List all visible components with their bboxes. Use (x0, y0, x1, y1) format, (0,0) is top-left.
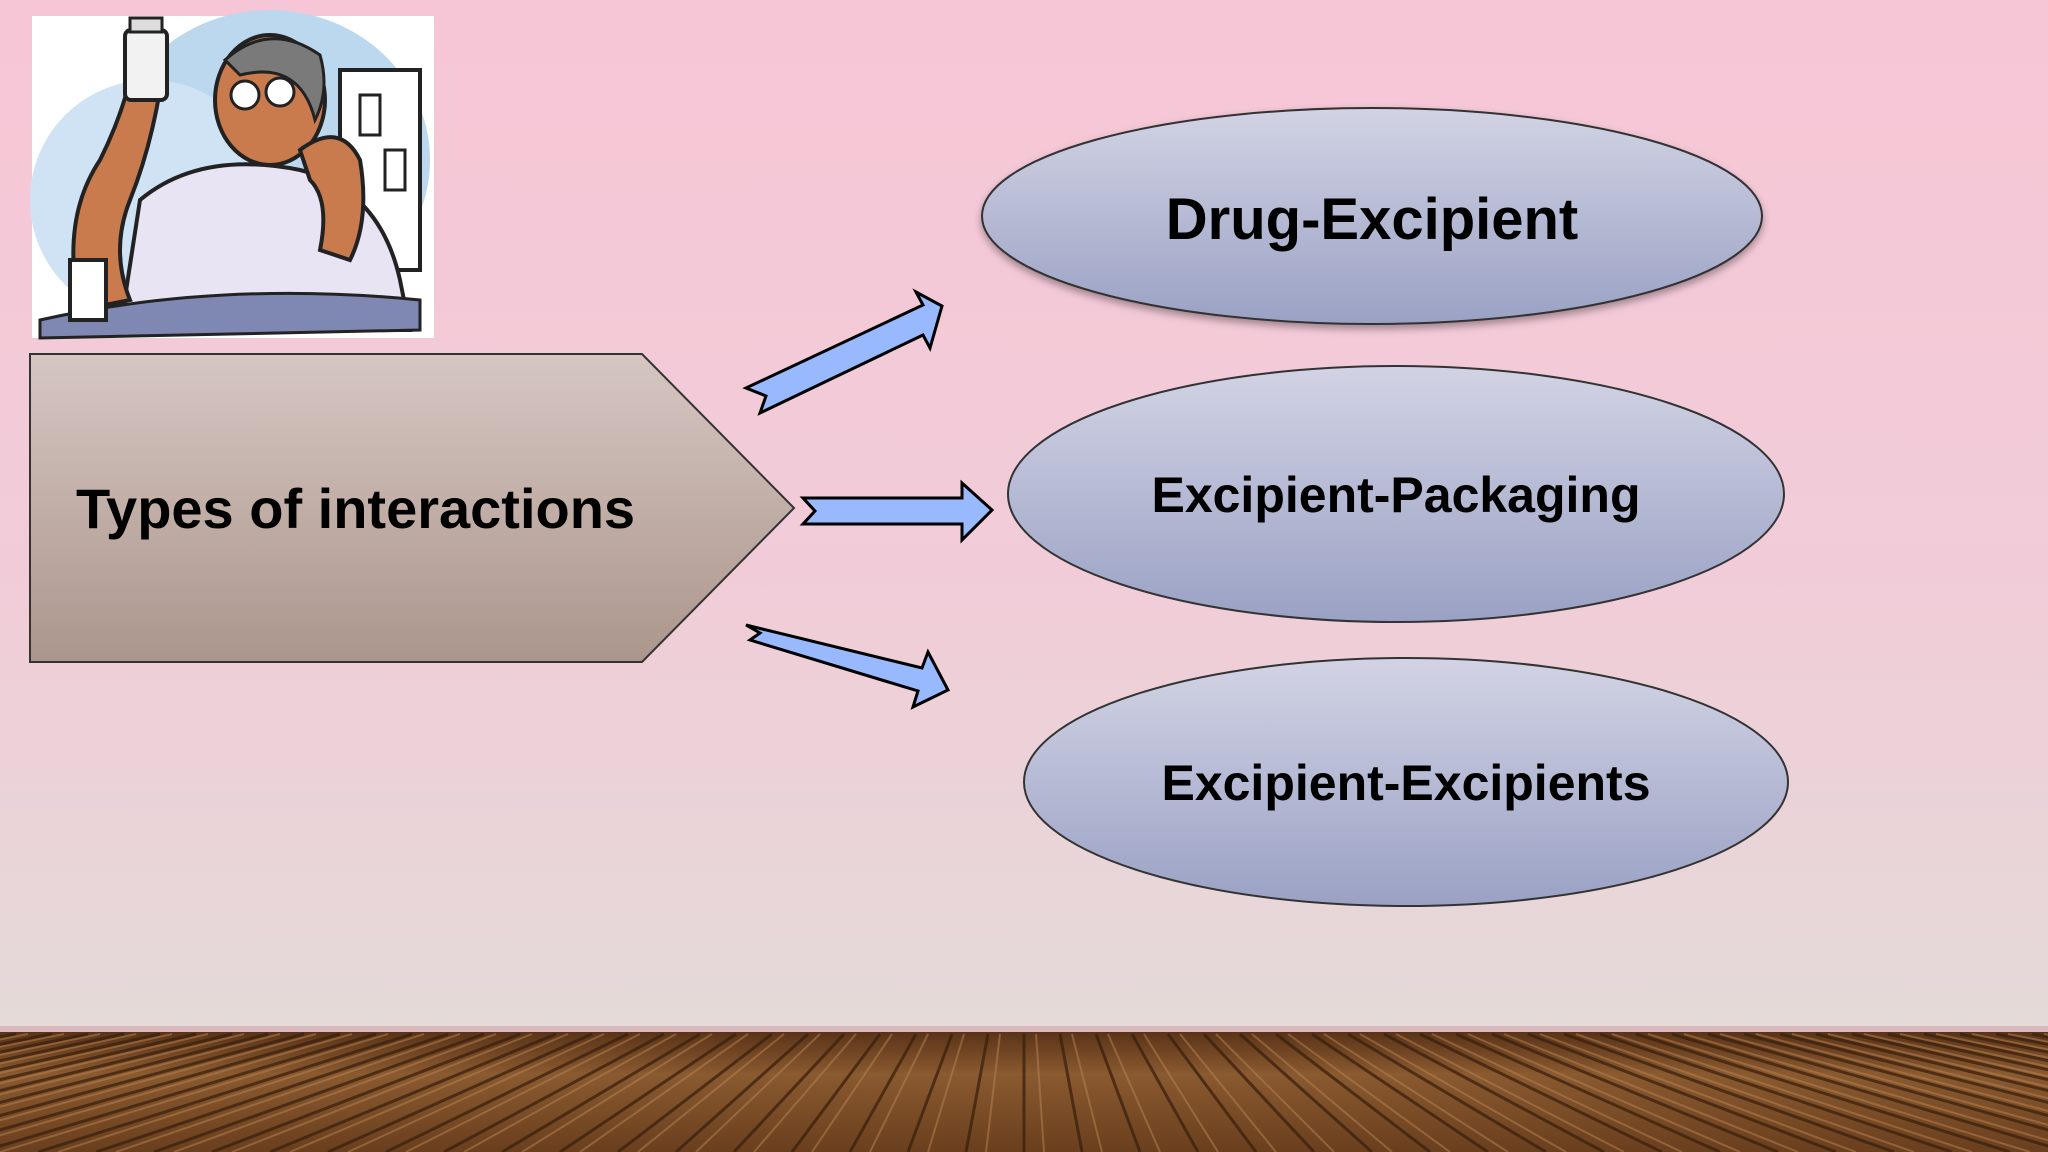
source-node-label: Types of interactions (76, 477, 635, 540)
target-label-excipient-packaging: Excipient-Packaging (1151, 467, 1640, 523)
target-node-drug-excipient (981, 107, 1763, 325)
arrow-to-excipient-excipients (745, 623, 951, 710)
target-node-excipient-excipients (1023, 657, 1789, 907)
target-node-excipient-packaging (1007, 365, 1785, 623)
source-node: Types of interactions (29, 353, 796, 663)
arrow-to-excipient-packaging (799, 479, 995, 544)
wall-baseboard (0, 1026, 2048, 1034)
wooden-floor (0, 1032, 2048, 1152)
target-label-excipient-excipients: Excipient-Excipients (1161, 755, 1650, 811)
pharmacist-clipart-icon (30, 10, 434, 340)
arrow-to-drug-excipient (742, 288, 944, 416)
target-label-drug-excipient: Drug-Excipient (1166, 187, 1579, 252)
